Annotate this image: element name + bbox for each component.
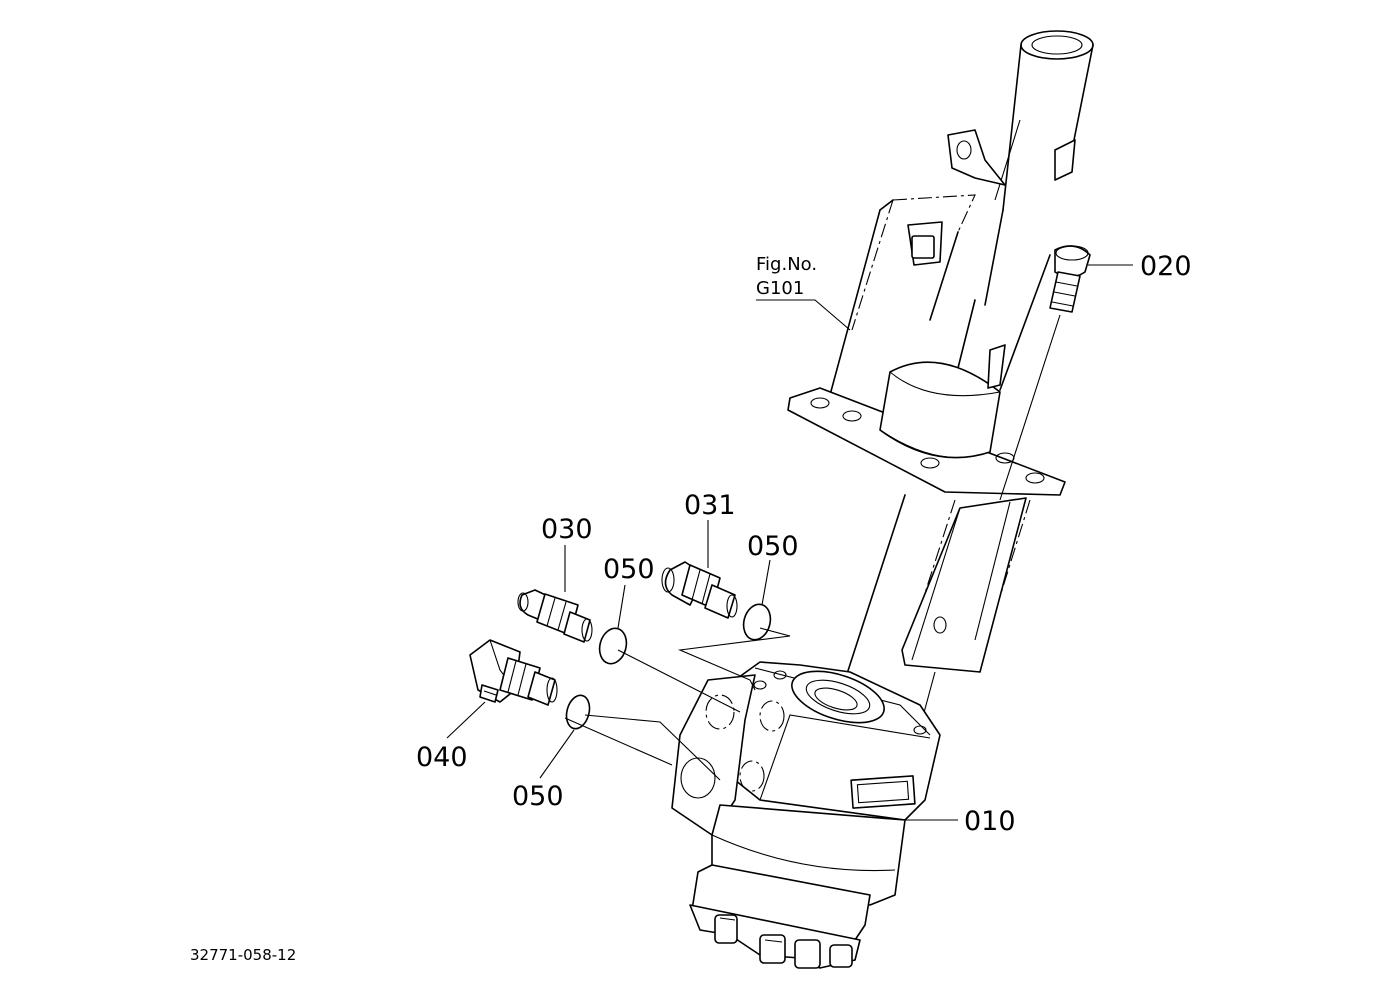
leader-lines — [446, 264, 1133, 821]
callout-040: 040 — [416, 742, 468, 773]
elbow-fitting-040 — [469, 639, 558, 706]
callout-050-upper-right: 050 — [747, 531, 799, 562]
upper-bracket-right — [1054, 139, 1076, 181]
steering-unit-010 — [671, 661, 941, 969]
callout-050-lower: 050 — [512, 781, 564, 812]
callout-030: 030 — [541, 514, 593, 545]
alignment-lines — [564, 627, 791, 781]
callout-020: 020 — [1140, 251, 1192, 282]
steering-column — [957, 30, 1094, 391]
mounting-frame — [787, 194, 1066, 496]
callout-010: 010 — [964, 806, 1016, 837]
figure-ref-line2: G101 — [756, 278, 804, 299]
figure-ref-line1: Fig.No. — [756, 254, 817, 275]
callout-031: 031 — [684, 490, 736, 521]
upper-bracket-left — [947, 129, 1006, 186]
fitting-030 — [517, 589, 593, 643]
lower-support — [844, 494, 1031, 721]
callout-050-upper-left: 050 — [603, 554, 655, 585]
fitting-031 — [661, 561, 738, 619]
bolt-020 — [999, 245, 1091, 501]
drawing-number: 32771-058-12 — [190, 946, 296, 964]
